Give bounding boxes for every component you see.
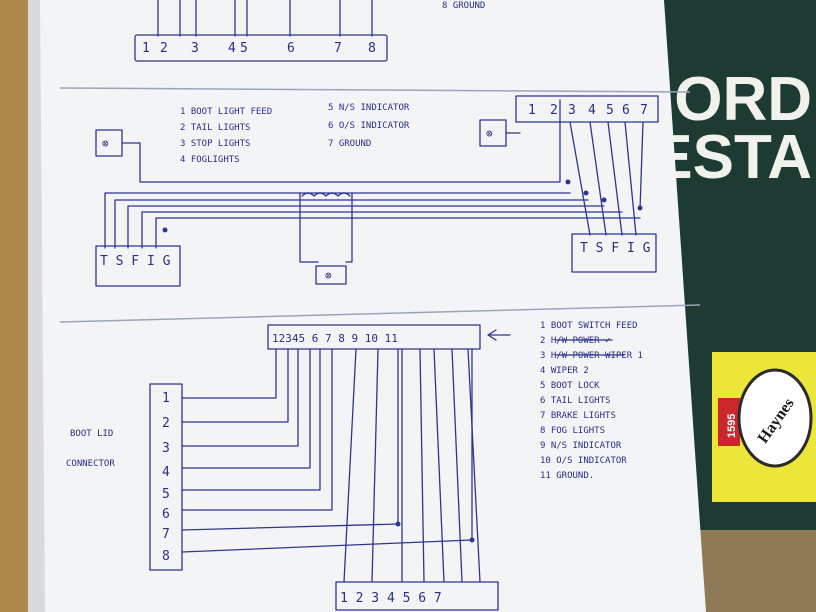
mid-legend-5: 5 N/S INDICATOR (328, 103, 410, 113)
right-conn-pin-4: 4 (588, 103, 596, 118)
mid-legend-7: 7 GROUND (328, 139, 371, 149)
junction-dot-3 (601, 197, 607, 203)
left-lamp-label: T S F I G (100, 254, 171, 269)
right-conn-pin-7: 7 (640, 103, 648, 118)
right-lamp-unit (571, 233, 657, 273)
bottom-legend: 1 BOOT SWITCH FEED 2 H/W POWER ✓ 3 H/W P… (540, 321, 643, 481)
right-conn-pin-1: 1 (528, 103, 536, 118)
bot-legend-1: 1 BOOT SWITCH FEED (540, 321, 638, 331)
centre-lamp-wiring (299, 192, 353, 263)
left-lamp-unit (95, 245, 181, 287)
mid-legend-1: 1 BOOT LIGHT FEED (180, 107, 272, 117)
top-pin-8: 8 (368, 41, 376, 56)
bot-legend-5: 5 BOOT LOCK (540, 381, 600, 391)
centre-lamp-symbol: ⊗ (325, 269, 332, 282)
right-conn-pin-6: 6 (622, 103, 630, 118)
bot-legend-6: 6 TAIL LIGHTS (540, 396, 610, 406)
right-lamp-label: T S F I G (580, 241, 651, 256)
right-conn-pin-5: 5 (606, 103, 614, 118)
bot-legend-11: 11 GROUND. (540, 471, 594, 481)
middle-diagram: 1 BOOT LIGHT FEED 2 TAIL LIGHTS 3 STOP L… (95, 95, 659, 287)
bootlid-pin-8: 8 (162, 549, 170, 564)
bot-legend-8: 8 FOG LIGHTS (540, 426, 605, 436)
bottom-harness-wires (343, 348, 481, 583)
bottom-top-connector (267, 324, 481, 350)
top-pin-3: 3 (191, 41, 199, 56)
bootlid-pin-2: 2 (162, 416, 170, 431)
bootlid-pin-7: 7 (162, 527, 170, 542)
mid-legend-2: 2 TAIL LIGHTS (180, 123, 250, 133)
bootlid-label-2: CONNECTOR (66, 459, 115, 469)
bootlid-pin-1: 1 (162, 391, 170, 406)
bootlid-connector (149, 383, 183, 571)
top-pin-4: 4 (228, 41, 236, 56)
bootlid-pin-6: 6 (162, 507, 170, 522)
bootlid-pin-5: 5 (162, 487, 170, 502)
bottom-connector-pins: 1 2 3 4 5 6 7 (340, 591, 442, 606)
fold-line-1 (59, 87, 691, 93)
bot-legend-9: 9 N/S INDICATOR (540, 441, 622, 451)
mid-legend-4: 4 FOGLIGHTS (180, 155, 240, 165)
right-connector-box (515, 95, 659, 123)
bot-legend-7: 7 BRAKE LIGHTS (540, 411, 616, 421)
bottom-top-connector-pins: 12345 6 7 8 9 10 11 (272, 332, 398, 345)
top-connector-box (134, 34, 388, 62)
centre-lamp-box (315, 265, 347, 285)
paper-sheet (40, 0, 706, 612)
bot-legend-2: 2 H/W POWER ✓ (540, 336, 610, 346)
junction-dot-2 (583, 190, 589, 196)
fold-line-2 (59, 304, 701, 323)
left-bulb-symbol: ⊗ (102, 137, 109, 150)
bottom-junction-1 (395, 521, 401, 527)
top-pin-1: 1 (142, 41, 150, 56)
right-connector-wires (569, 121, 644, 236)
bulb-feed-wire (121, 99, 561, 183)
bot-legend-4: 4 WIPER 2 (540, 366, 589, 376)
book-title-ord: ORD (674, 65, 812, 134)
middle-legend: 1 BOOT LIGHT FEED 2 TAIL LIGHTS 3 STOP L… (180, 103, 410, 165)
top-pin-5: 5 (240, 41, 248, 56)
middle-harness (104, 192, 641, 249)
top-diagram: 1 2 3 4 5 6 7 8 8 GROUND (134, 0, 485, 62)
top-diagram-wires (157, 0, 373, 37)
bottom-diagram: 12345 6 7 8 9 10 11 BOOT LID CONNECTOR 1… (66, 321, 643, 611)
junction-dot-4 (637, 205, 643, 211)
top-pin-7: 7 (334, 41, 342, 56)
bot-legend-3: 3 H/W POWER WIPER 1 (540, 351, 643, 361)
bot-legend-10: 10 O/S INDICATOR (540, 456, 627, 466)
right-bulb-symbol: ⊗ (486, 127, 493, 140)
top-pin-6: 6 (287, 41, 295, 56)
junction-dot-1 (565, 179, 571, 185)
haynes-number: 1595 (726, 414, 738, 438)
right-conn-pin-3: 3 (568, 103, 576, 118)
top-corner-note: 8 GROUND (442, 1, 485, 11)
right-conn-pin-2: 2 (550, 103, 558, 118)
mid-legend-6: 6 O/S INDICATOR (328, 121, 410, 131)
bootlid-label-1: BOOT LID (70, 429, 113, 439)
bottom-junction-2 (469, 537, 475, 543)
junction-dot-5 (162, 227, 168, 233)
bootlid-pin-4: 4 (162, 465, 170, 480)
haynes-logo (737, 368, 813, 468)
arrow-indicator (487, 329, 511, 341)
book-title-esta: ESTA (651, 123, 812, 192)
haynes-number-box (718, 398, 740, 446)
bottom-connector (335, 581, 499, 611)
mid-legend-3: 3 STOP LIGHTS (180, 139, 250, 149)
bootlid-pin-3: 3 (162, 441, 170, 456)
top-pin-2: 2 (160, 41, 168, 56)
